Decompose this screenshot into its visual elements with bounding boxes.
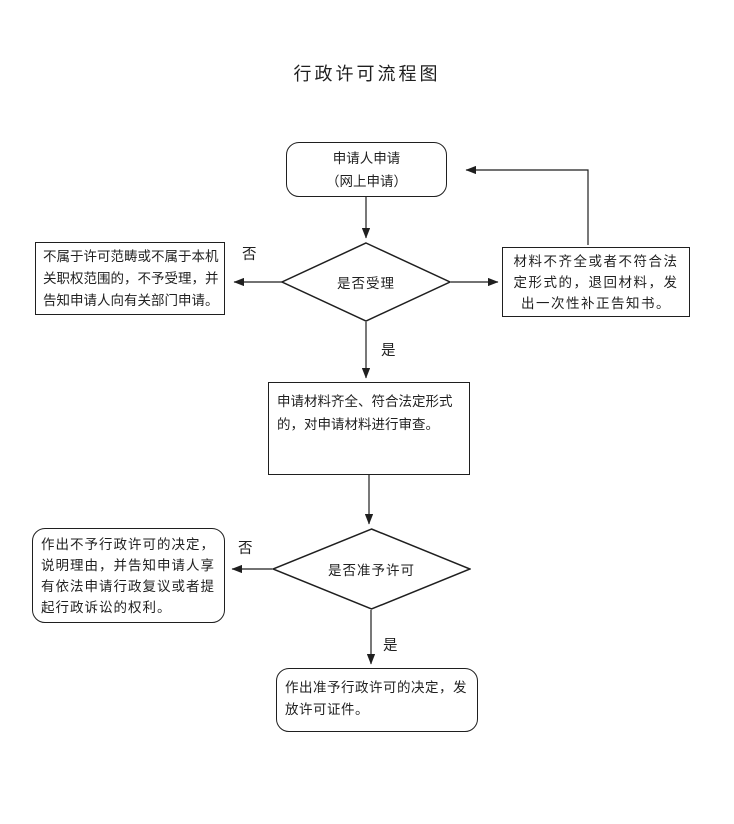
node-deny-decision: 作出不予行政许可的决定， 说明理由，并告知申请人享 有依法申请行政复议或者提 起… (32, 528, 225, 623)
node-applicant-apply: 申请人申请 （网上申请） (286, 142, 447, 197)
text-line: 告知申请人向有关部门申请。 (43, 293, 219, 308)
diamond-label: 是否准予许可 (328, 563, 415, 578)
node-grant-decision: 作出准予行政许可的决定，发 放许可证件。 (276, 668, 478, 732)
text-line: （网上申请） (326, 173, 407, 189)
edge-label-grant-no: 否 (238, 541, 253, 557)
text-line: 申请人申请 (332, 150, 401, 166)
node-review-materials: 申请材料齐全、符合法定形式 的，对申请材料进行审查。 (268, 382, 470, 475)
text-line: 定形式的，退回材料，发 (513, 275, 679, 290)
edge-label-grant-yes: 是 (383, 638, 398, 654)
text-line: 的，对申请材料进行审查。 (277, 417, 439, 432)
page-title: 行政许可流程图 (293, 64, 441, 84)
diamond-label: 是否受理 (337, 276, 395, 291)
text-line: 起行政诉讼的权利。 (41, 600, 172, 615)
edge-label-accept-yes: 是 (381, 343, 396, 359)
node-return-materials: 材料不齐全或者不符合法 定形式的，退回材料，发 出一次性补正告知书。 (502, 247, 690, 317)
edge-label-accept-no: 否 (242, 247, 257, 263)
text-line: 出一次性补正告知书。 (521, 296, 671, 311)
text-line: 关职权范围的，不予受理，并 (43, 271, 219, 286)
text-line: 作出不予行政许可的决定， (41, 537, 215, 552)
diamond-shape (272, 528, 471, 610)
text-line: 放许可证件。 (285, 702, 369, 717)
node-grant-decision-check: 是否准予许可 (272, 528, 471, 610)
diamond-shape (281, 242, 451, 322)
text-line: 有依法申请行政复议或者提 (41, 579, 215, 594)
text-line: 不属于许可范畴或不属于本机 (43, 249, 219, 264)
edge-return-to-apply (465, 165, 589, 245)
text-line: 作出准予行政许可的决定，发 (285, 680, 467, 695)
text-line: 材料不齐全或者不符合法 (513, 254, 679, 269)
node-reject-notice: 不属于许可范畴或不属于本机 关职权范围的，不予受理，并 告知申请人向有关部门申请… (35, 242, 225, 315)
text-line: 说明理由，并告知申请人享 (41, 558, 215, 573)
node-accept-decision: 是否受理 (281, 242, 451, 322)
text-line: 申请材料齐全、符合法定形式 (277, 394, 453, 409)
